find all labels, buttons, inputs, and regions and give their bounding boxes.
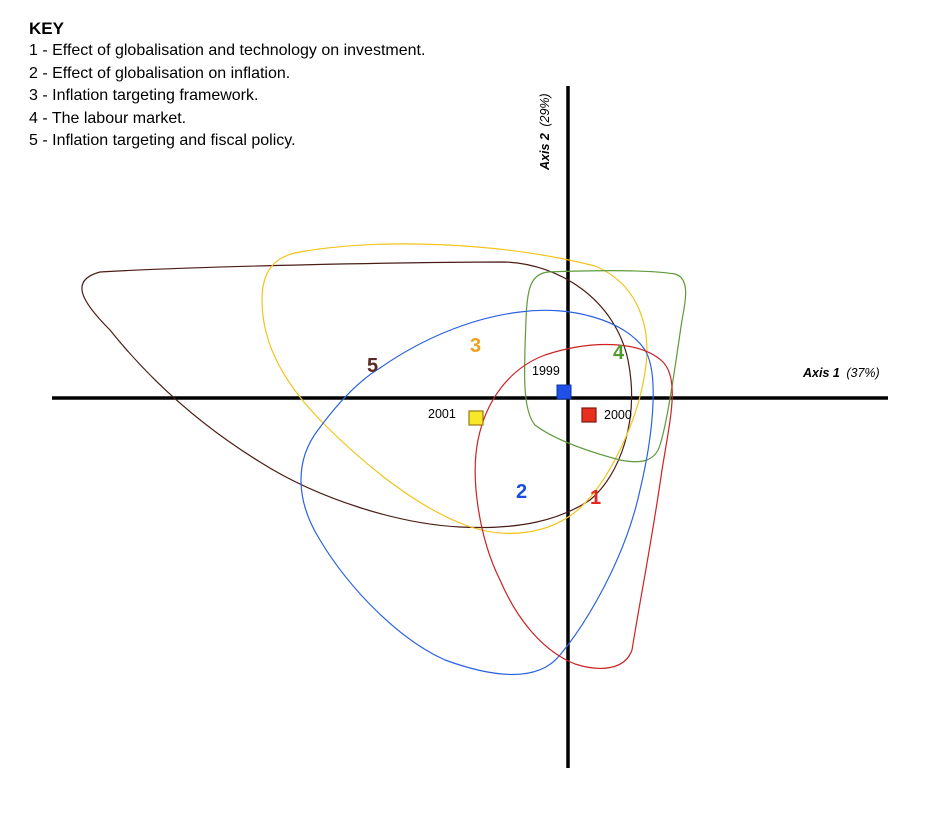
axis-2-label: Axis 2 (29%) xyxy=(538,93,552,171)
group-5-outline xyxy=(81,261,633,529)
point-2000-marker xyxy=(581,407,597,423)
key-legend: KEY 1 - Effect of globalisation and tech… xyxy=(29,18,425,153)
group-label-3: 3 xyxy=(470,335,481,357)
axis-1-name: Axis 1 xyxy=(802,366,840,380)
axis-1-pct: (37%) xyxy=(846,366,879,380)
point-2000-label: 2000 xyxy=(604,408,632,422)
group-2-outline xyxy=(300,309,654,675)
group-3-outline xyxy=(261,243,648,534)
group-label-1: 1 xyxy=(590,487,601,509)
group-label-2: 2 xyxy=(516,481,527,503)
axis-2-name: Axis 2 xyxy=(538,133,552,171)
point-1999-label: 1999 xyxy=(532,364,560,378)
point-1999-marker xyxy=(556,384,572,400)
group-label-5: 5 xyxy=(367,355,378,377)
group-label-4: 4 xyxy=(613,342,625,364)
key-item-5: 5 - Inflation targeting and fiscal polic… xyxy=(29,132,296,149)
group-1-outline xyxy=(474,343,673,669)
key-item-2: 2 - Effect of globalisation on inflation… xyxy=(29,64,291,82)
point-2001-marker xyxy=(468,410,484,426)
group-4-outline xyxy=(523,270,687,463)
axis-1-label: Axis 1 (37%) xyxy=(802,366,880,380)
key-title: KEY xyxy=(29,19,64,38)
key-item-4: 4 - The labour market. xyxy=(29,109,187,127)
key-item-1: 1 - Effect of globalisation and technolo… xyxy=(29,42,426,59)
axis-2-pct: (29%) xyxy=(538,93,552,126)
point-2001-label: 2001 xyxy=(428,407,456,421)
key-item-3: 3 - Inflation targeting framework. xyxy=(29,87,259,104)
